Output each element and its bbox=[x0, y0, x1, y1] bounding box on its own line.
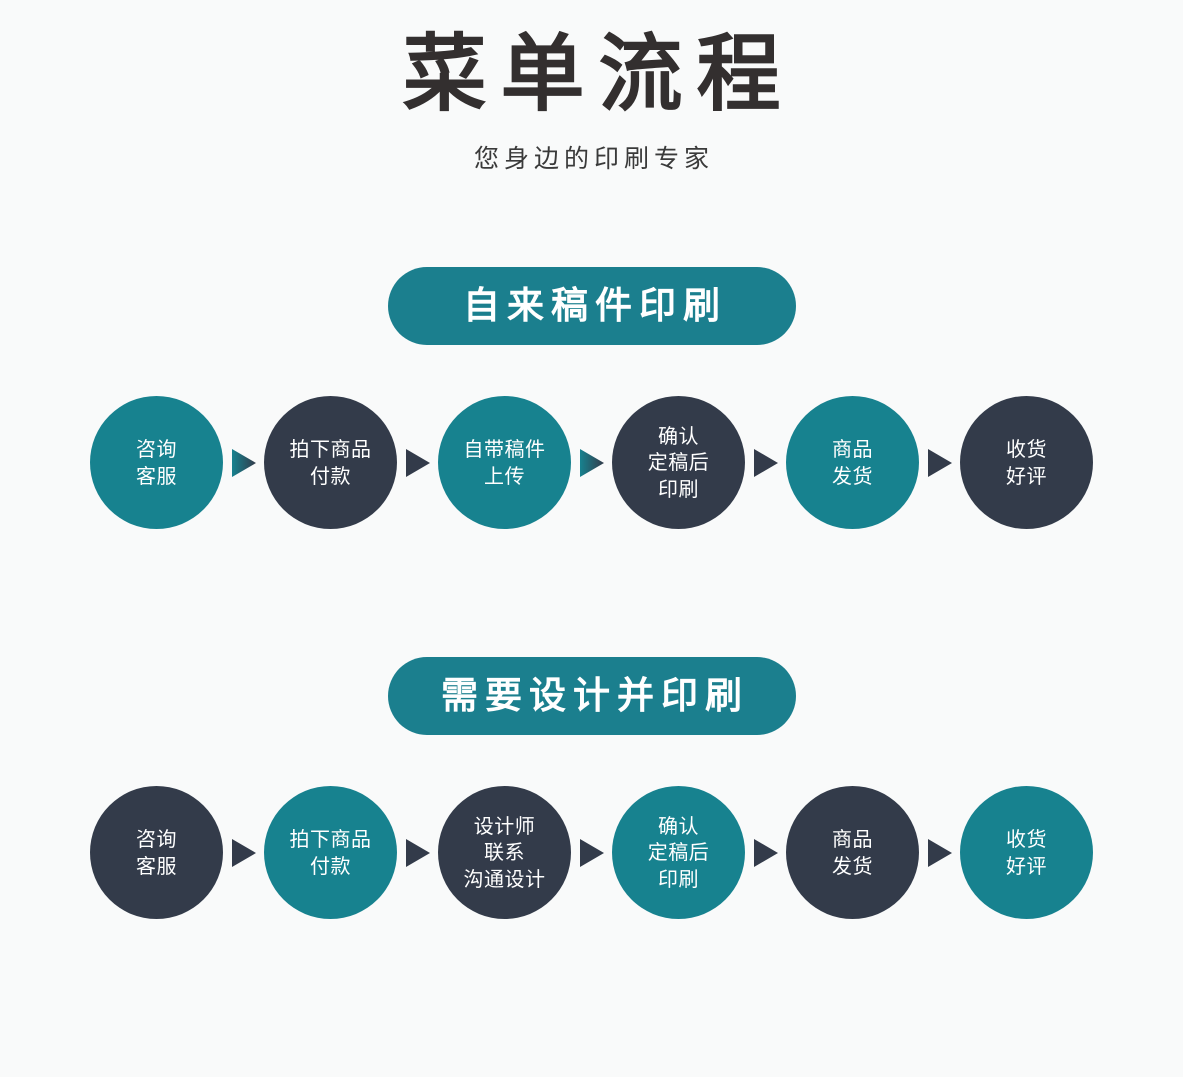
flow-step-node: 收货 好评 bbox=[960, 396, 1093, 529]
section-banner-1: 自来稿件印刷 bbox=[387, 267, 796, 345]
flow-step-node: 咨询 客服 bbox=[90, 396, 223, 529]
flow-step-node: 拍下商品 付款 bbox=[264, 396, 397, 529]
flow-row-1: 咨询 客服 拍下商品 付款 自带稿件 上传 确认 定稿后 印刷 商品 发货 收货 好评 bbox=[0, 396, 1183, 529]
flow-step-node: 确认 定稿后 印刷 bbox=[612, 396, 745, 529]
flow-step-label: 确认 定稿后 印刷 bbox=[647, 423, 710, 501]
flow-arrow-right-icon bbox=[571, 448, 612, 478]
flow-row-2: 咨询 客服 拍下商品 付款 设计师 联系 沟通设计 确认 定稿后 印刷 商品 发货 收货 … bbox=[0, 786, 1183, 919]
flow-arrow-right-icon bbox=[223, 838, 264, 868]
page-subtitle: 您身边的印刷专家 bbox=[473, 144, 714, 174]
flow-step-label: 自带稿件 上传 bbox=[463, 437, 546, 488]
flow-step-label: 商品 发货 bbox=[832, 827, 873, 878]
flow-step-node: 商品 发货 bbox=[786, 786, 919, 919]
flow-step-label: 收货 好评 bbox=[1006, 827, 1047, 878]
flow-arrow-right-icon bbox=[571, 838, 612, 868]
flow-arrow-right-icon bbox=[745, 838, 786, 868]
flow-step-node: 拍下商品 付款 bbox=[264, 786, 397, 919]
flow-step-node: 咨询 客服 bbox=[90, 786, 223, 919]
flow-arrow-right-icon bbox=[397, 838, 438, 868]
section-banner-wrap: 需要设计并印刷 bbox=[0, 657, 1183, 735]
page-title: 菜单流程 bbox=[402, 25, 795, 123]
flow-arrow-right-icon bbox=[919, 448, 960, 478]
section-design-and-printing: 需要设计并印刷 咨询 客服 拍下商品 付款 设计师 联系 沟通设计 确认 定稿后 印刷… bbox=[0, 657, 1183, 919]
flow-step-label: 拍下商品 付款 bbox=[289, 827, 372, 878]
flow-arrow-right-icon bbox=[397, 448, 438, 478]
flow-step-node: 收货 好评 bbox=[960, 786, 1093, 919]
flow-step-label: 收货 好评 bbox=[1006, 437, 1047, 488]
flow-step-label: 商品 发货 bbox=[832, 437, 873, 488]
page-header: 菜单流程 您身边的印刷专家 bbox=[0, 0, 1183, 174]
flow-arrow-right-icon bbox=[745, 448, 786, 478]
flow-step-node: 设计师 联系 沟通设计 bbox=[438, 786, 571, 919]
flow-step-node: 自带稿件 上传 bbox=[438, 396, 571, 529]
flow-step-label: 咨询 客服 bbox=[136, 827, 177, 878]
flow-step-label: 设计师 联系 沟通设计 bbox=[463, 813, 546, 891]
flow-step-node: 商品 发货 bbox=[786, 396, 919, 529]
flow-arrow-right-icon bbox=[919, 838, 960, 868]
section-banner-2: 需要设计并印刷 bbox=[387, 657, 796, 735]
section-banner-wrap: 自来稿件印刷 bbox=[0, 267, 1183, 345]
flow-step-label: 咨询 客服 bbox=[136, 437, 177, 488]
flow-step-node: 确认 定稿后 印刷 bbox=[612, 786, 745, 919]
flow-step-label: 确认 定稿后 印刷 bbox=[647, 813, 710, 891]
flow-step-label: 拍下商品 付款 bbox=[289, 437, 372, 488]
section-self-submitted-printing: 自来稿件印刷 咨询 客服 拍下商品 付款 自带稿件 上传 确认 定稿后 印刷 商品 发货… bbox=[0, 267, 1183, 529]
flow-arrow-right-icon bbox=[223, 448, 264, 478]
